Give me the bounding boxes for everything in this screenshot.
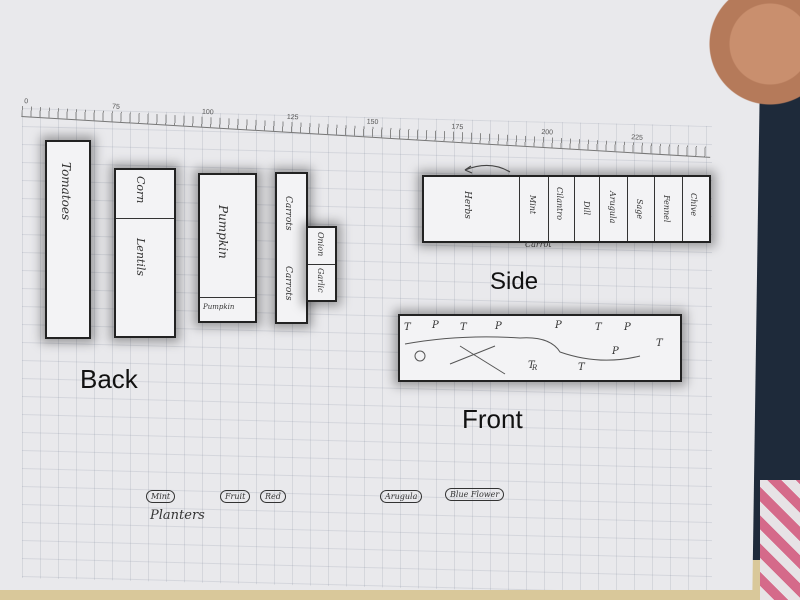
note-planters: Planters — [150, 508, 205, 523]
note-blueflower: Blue Flower — [445, 488, 505, 501]
side-bottom-note: Carrot — [525, 240, 552, 249]
arrow-icon — [464, 164, 511, 174]
planter-label: Fennel — [662, 195, 671, 223]
plant-mark: T — [404, 322, 411, 333]
ruler-tick: 100 — [201, 108, 214, 117]
ruler-tick: 0 — [24, 98, 29, 106]
planter-label: Sage — [635, 199, 644, 220]
planter-label: Chive — [689, 193, 698, 217]
planter-label: Cilantro — [555, 187, 564, 221]
planter-label: Onion — [316, 232, 325, 257]
planter-tomato: Tomatoes — [45, 140, 91, 339]
plant-mark: T — [656, 338, 663, 349]
planter-front: T P T P P T P P T T R T — [398, 314, 682, 382]
planter-label: Arugula — [608, 191, 617, 224]
planter-divider — [574, 177, 575, 241]
planter-divider — [599, 177, 600, 241]
planter-label: Herbs — [462, 191, 472, 219]
planter-label: Carrots — [283, 266, 293, 301]
note-fruit: Fruit — [220, 490, 251, 503]
planter-pumpkin: Pumpkin Pumpkin — [198, 173, 257, 323]
ruler-tick: 150 — [366, 118, 379, 127]
plant-mark: T — [528, 360, 535, 371]
plant-mark: P — [624, 322, 631, 333]
note-aruga: Arugula — [380, 490, 423, 503]
planter-carrots: Carrots Carrots — [275, 172, 308, 324]
planter-divider — [682, 177, 683, 241]
planter-label: Lentils — [134, 238, 147, 277]
paper-sheet: 0 75 100 125 150 175 200 225 Tomatoes Co… — [0, 0, 760, 590]
planter-corn-lentils: Corn Lentils — [114, 168, 176, 338]
planter-label: Dill — [582, 201, 591, 216]
plant-mark: P — [432, 320, 439, 331]
planter-side: Herbs Mint Cilantro Dill Arugula Sage Fe… — [422, 175, 711, 243]
hand-thumb — [650, 0, 800, 110]
ruler-tick: 200 — [541, 128, 554, 137]
note-red: Red — [260, 490, 286, 503]
planter-label: Garlic — [316, 268, 325, 293]
planter-divider — [308, 264, 335, 265]
note-mint: Mint — [146, 490, 176, 503]
plant-mark: T — [595, 322, 602, 333]
plant-mark: P — [495, 321, 502, 332]
striped-fabric — [760, 480, 800, 600]
planter-divider — [116, 218, 174, 219]
planter-label: Tomatoes — [59, 162, 73, 221]
planter-label: Corn — [134, 176, 147, 204]
planter-label: Carrots — [283, 196, 293, 231]
plant-mark: R — [532, 364, 538, 372]
label-back: Back — [80, 364, 138, 394]
planter-divider — [200, 297, 255, 298]
plant-mark: T — [578, 362, 585, 373]
label-side: Side — [490, 268, 539, 295]
planter-divider — [654, 177, 655, 241]
plant-mark: P — [555, 320, 562, 331]
planter-divider — [627, 177, 628, 241]
planter-label: Pumpkin — [216, 205, 230, 259]
label-front: Front — [462, 404, 523, 434]
planter-label: Mint — [528, 195, 537, 215]
front-sketch — [404, 336, 641, 375]
plant-mark: T — [460, 322, 467, 333]
ruler-tick: 225 — [630, 134, 644, 142]
ruler-tick: 75 — [111, 103, 121, 111]
planter-divider — [519, 177, 520, 241]
ruler-tick: 175 — [451, 123, 464, 132]
planter-divider — [548, 177, 549, 241]
ruler-tick: 125 — [286, 113, 299, 122]
planter-small: Onion Garlic — [306, 226, 337, 302]
plant-mark: P — [612, 346, 619, 357]
planter-label: Pumpkin — [203, 303, 235, 311]
